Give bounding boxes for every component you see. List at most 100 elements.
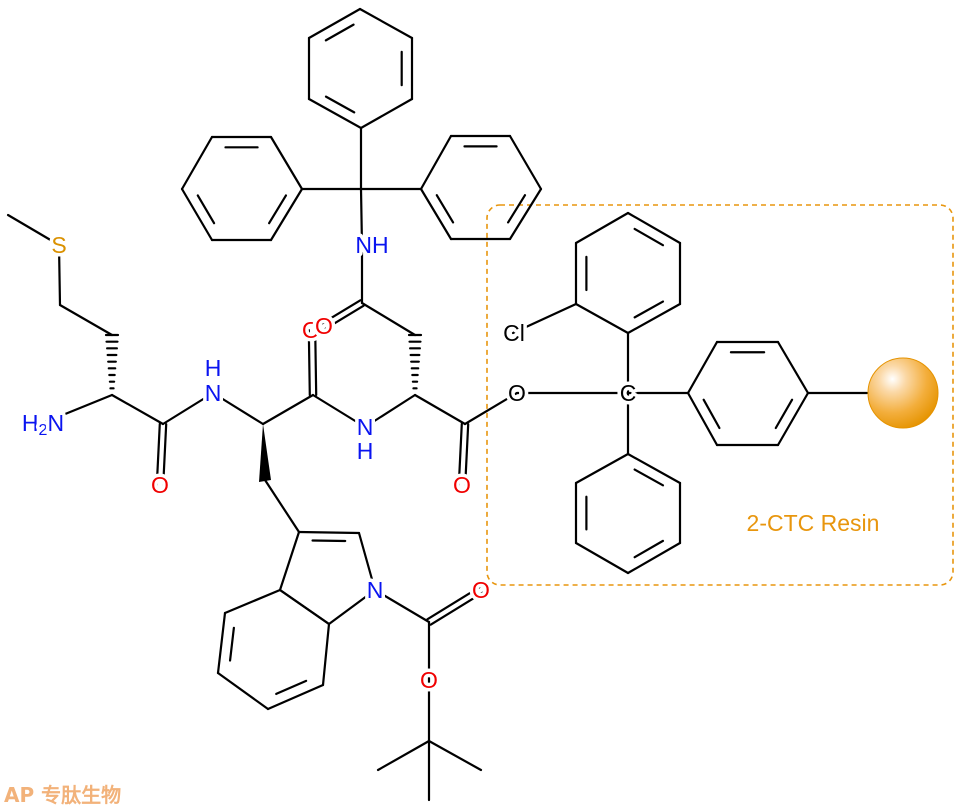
ring-inner-double-bond bbox=[275, 679, 308, 696]
single-bond bbox=[360, 301, 417, 337]
ring-bond bbox=[358, 7, 414, 40]
single-bond bbox=[311, 393, 367, 429]
atom-ester-o: O bbox=[508, 380, 526, 406]
atom-amine: H2N bbox=[22, 410, 64, 439]
ring-bond bbox=[574, 302, 630, 335]
ring-bond bbox=[297, 530, 361, 535]
double-bond bbox=[429, 591, 484, 626]
ring-inner-double-bond bbox=[268, 194, 288, 225]
ring-bond bbox=[626, 302, 682, 335]
watermark-logo: AP 专肽生物 bbox=[4, 783, 121, 807]
ring-inner-double-bond bbox=[633, 468, 665, 487]
ring-bond bbox=[180, 135, 214, 191]
ring-inner-double-bond bbox=[196, 194, 216, 225]
single-bond bbox=[413, 393, 467, 426]
ring-bond bbox=[327, 588, 377, 626]
ring-bond bbox=[269, 135, 304, 191]
single-bond bbox=[58, 303, 114, 337]
double-bond bbox=[155, 422, 161, 486]
ring-bond bbox=[357, 531, 377, 592]
double-bond bbox=[162, 423, 168, 487]
ring-bond bbox=[359, 97, 414, 130]
ring-bond bbox=[686, 391, 719, 447]
single-bond bbox=[161, 391, 215, 426]
atom-trp-carbonyl-o: O bbox=[302, 317, 320, 343]
ring-bond bbox=[180, 187, 214, 242]
single-bond bbox=[6, 213, 61, 247]
ring-bond bbox=[508, 134, 543, 191]
single-bond bbox=[376, 739, 431, 772]
single-bond bbox=[463, 391, 519, 426]
ring-bond bbox=[307, 97, 363, 130]
atom-trityl-carbon: C bbox=[620, 380, 637, 406]
atom-side-chain-nh: NH bbox=[355, 232, 388, 258]
atom-sulfur: S bbox=[51, 232, 66, 258]
double-bond bbox=[426, 586, 481, 621]
ring-bond bbox=[266, 683, 325, 711]
single-bond bbox=[373, 588, 431, 624]
single-bond bbox=[427, 739, 483, 772]
ring-bond bbox=[419, 187, 453, 241]
atom-boc-carbonyl-o: O bbox=[472, 577, 490, 603]
ring-bond bbox=[626, 452, 682, 485]
amine-n: N bbox=[47, 410, 64, 436]
atom-asp-nh-h: H bbox=[357, 438, 374, 464]
amine-h: H bbox=[22, 410, 39, 436]
ring-inner-double-bond bbox=[311, 539, 347, 543]
single-bond bbox=[41, 393, 114, 425]
single-bond bbox=[211, 391, 265, 426]
single-bond bbox=[57, 243, 62, 307]
atom-ester-carbonyl-o: O bbox=[453, 472, 471, 498]
atom-trp-nh-n: N bbox=[205, 380, 222, 406]
ring-inner-double-bond bbox=[633, 539, 665, 559]
resin-label: 2-CTC Resin bbox=[747, 510, 880, 536]
ring-inner-double-bond bbox=[633, 300, 665, 319]
atom-trp-nh-h: H bbox=[205, 355, 222, 381]
ring-bond bbox=[216, 671, 270, 711]
atom-met-carbonyl-o: O bbox=[151, 472, 169, 498]
ring-inner-double-bond bbox=[633, 227, 665, 247]
atom-chlorine: Cl bbox=[503, 320, 525, 346]
resin-bead bbox=[867, 357, 939, 429]
double-bond bbox=[321, 299, 362, 325]
atom-asp-nh-n: N bbox=[357, 414, 374, 440]
ring-bond bbox=[626, 541, 682, 575]
ring-bond bbox=[419, 134, 453, 191]
amine-subscript: 2 bbox=[39, 422, 48, 439]
ring-bond bbox=[321, 622, 331, 687]
ring-bond bbox=[508, 187, 543, 241]
ring-bond bbox=[626, 211, 682, 245]
single-bond bbox=[110, 393, 165, 426]
ring-bond bbox=[574, 211, 630, 245]
ring-bond bbox=[216, 611, 227, 675]
ring-bond bbox=[307, 7, 362, 40]
single-bond bbox=[363, 393, 417, 429]
single-bond bbox=[359, 187, 364, 248]
atom-indole-n: N bbox=[367, 577, 384, 603]
ring-bond bbox=[776, 391, 810, 447]
ring-bond bbox=[574, 452, 630, 485]
double-bond bbox=[307, 328, 311, 397]
ring-inner-double-bond bbox=[774, 398, 794, 430]
ring-bond bbox=[278, 588, 331, 626]
ring-bond bbox=[776, 340, 810, 395]
atom-side-chain-o: O bbox=[315, 313, 333, 339]
ring-bond bbox=[686, 340, 719, 395]
ring-inner-double-bond bbox=[507, 194, 527, 224]
ring-bond bbox=[269, 187, 304, 242]
resin-dashed-box bbox=[486, 204, 954, 586]
ring-inner-double-bond bbox=[228, 626, 235, 662]
ring-inner-double-bond bbox=[702, 398, 721, 430]
single-bond bbox=[511, 302, 578, 335]
double-bond bbox=[464, 423, 470, 487]
atom-boc-o: O bbox=[420, 667, 438, 693]
ring-inner-double-bond bbox=[435, 194, 455, 224]
ring-bond bbox=[223, 588, 282, 615]
single-bond bbox=[261, 393, 315, 426]
ring-bond bbox=[278, 530, 301, 592]
ring-inner-double-bond bbox=[324, 95, 356, 114]
double-bond bbox=[457, 422, 463, 486]
ring-inner-double-bond bbox=[324, 23, 355, 42]
